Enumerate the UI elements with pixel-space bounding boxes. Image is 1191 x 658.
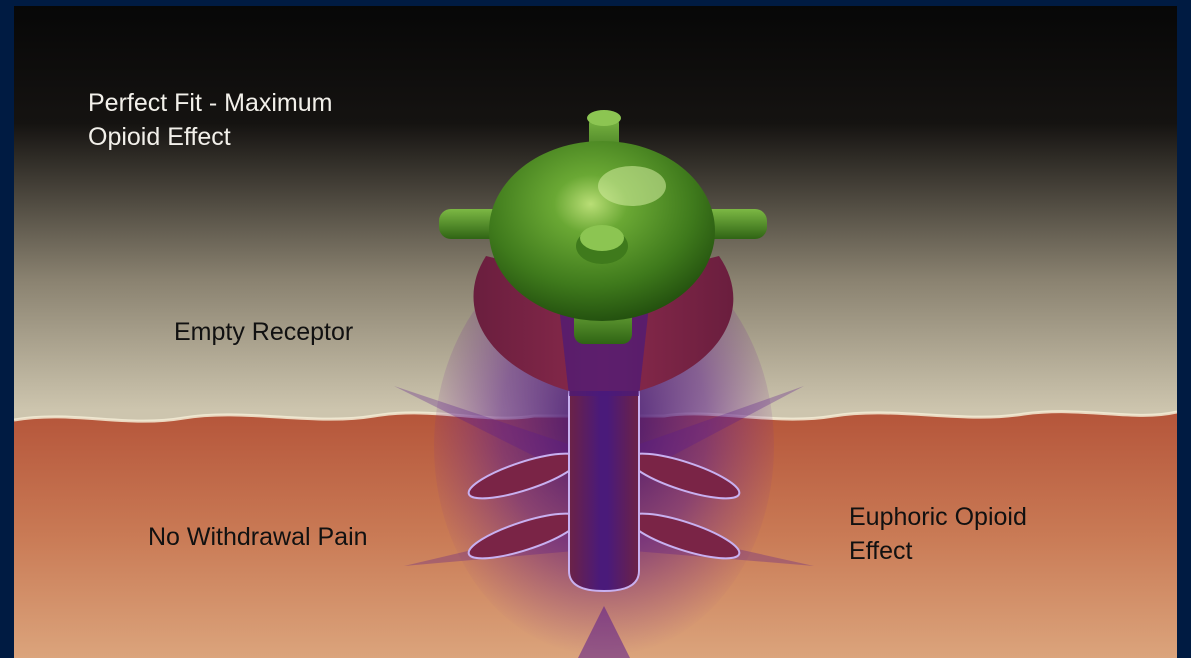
euphoric-effect-label: Euphoric Opioid Effect: [849, 500, 1109, 568]
receptor-illustration: Perfect Fit - Maximum Opioid Effect Empt…: [14, 6, 1177, 658]
no-withdrawal-label: No Withdrawal Pain: [148, 520, 468, 554]
title-label: Perfect Fit - Maximum Opioid Effect: [88, 86, 428, 154]
title-line1: Perfect Fit - Maximum: [88, 89, 332, 117]
empty-receptor-label: Empty Receptor: [174, 315, 474, 349]
title-line2: Opioid Effect: [88, 123, 231, 151]
euphoric-line2: Effect: [849, 537, 912, 565]
euphoric-line1: Euphoric Opioid: [849, 503, 1027, 531]
